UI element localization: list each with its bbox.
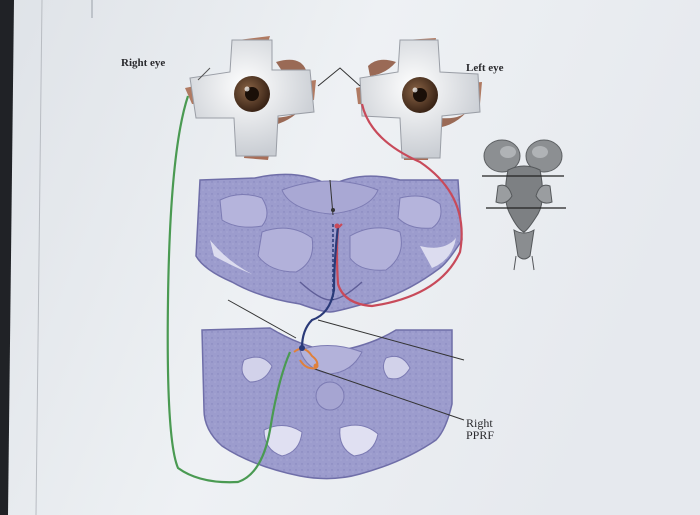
right-eyeball-icon xyxy=(185,36,316,160)
abducens-nucleus-dot xyxy=(299,345,305,351)
left-eye-label: Left eye xyxy=(466,62,504,74)
brainstem-icon xyxy=(483,139,563,271)
right-pointer-line xyxy=(317,319,465,361)
midline-marker-dot xyxy=(331,208,335,212)
midbrain-section xyxy=(195,173,463,313)
blue-pathway xyxy=(300,225,340,349)
right-eye-pointer-line xyxy=(197,67,211,81)
oculomotor-nucleus-dot xyxy=(334,223,340,229)
pons-section xyxy=(201,327,453,480)
pprf-dot xyxy=(313,363,319,369)
pprf-label-line1: Right xyxy=(466,416,493,430)
pprf-label: Right PPRF xyxy=(466,417,494,441)
left-eyeball-icon xyxy=(356,38,482,160)
pprf-label-line2: PPRF xyxy=(466,428,495,442)
green-pathway xyxy=(166,95,292,484)
page-edge-line xyxy=(35,0,43,515)
red-pathway xyxy=(335,103,463,308)
right-eye-label: Right eye xyxy=(121,57,166,69)
left-pointer-line xyxy=(227,299,297,339)
eye-connector-line xyxy=(317,67,361,87)
pprf-pointer-line xyxy=(311,367,465,421)
